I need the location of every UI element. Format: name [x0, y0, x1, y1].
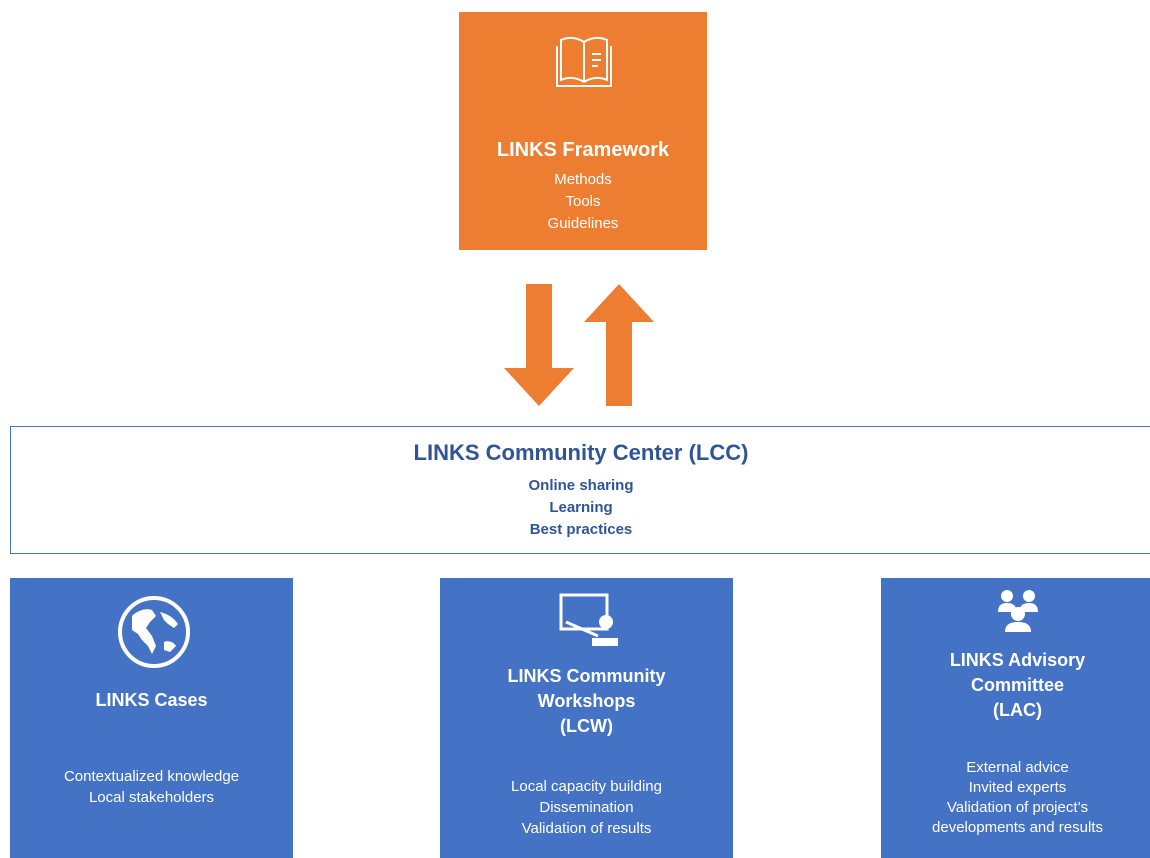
framework-item: Methods — [554, 171, 612, 188]
cases-item: Local stakeholders — [88, 789, 215, 806]
workshops-item: Local capacity building — [511, 778, 662, 795]
advisory-title-line: LINKS Advisory — [949, 650, 1086, 670]
workshops-title-line: LINKS Community — [507, 666, 666, 686]
framework-item: Guidelines — [547, 215, 619, 232]
workshops-box: LINKS Community Workshops (LCW) Local ca… — [440, 578, 733, 858]
community-center-title: LINKS Community Center (LCC) — [413, 440, 749, 465]
globe-icon — [118, 596, 190, 668]
community-center-box: LINKS Community Center (LCC) Online shar… — [10, 426, 1150, 554]
advisory-title-line: Committee — [970, 675, 1064, 695]
framework-item: Tools — [565, 193, 601, 210]
open-book-icon — [556, 36, 612, 87]
presenter-board-icon — [559, 593, 618, 646]
framework-box: LINKS Framework Methods Tools Guidelines — [459, 12, 707, 250]
advisory-box: LINKS Advisory Committee (LAC) External … — [881, 578, 1150, 858]
workshops-title: LINKS Community Workshops (LCW) — [440, 664, 733, 739]
people-meeting-icon — [998, 590, 1038, 632]
community-center-item: Learning — [549, 499, 613, 516]
advisory-item: Invited experts — [968, 779, 1067, 796]
workshops-items: Local capacity building Dissemination Va… — [440, 776, 733, 839]
arrow-up-icon — [584, 284, 654, 406]
advisory-item: External advice — [966, 759, 1069, 776]
community-center-item: Best practices — [529, 521, 633, 538]
advisory-items: External advice Invited experts Validati… — [881, 758, 1150, 838]
workshops-title-line: (LCW) — [560, 716, 613, 736]
workshops-item: Validation of results — [521, 820, 652, 837]
advisory-item: Validation of project’s — [946, 799, 1089, 816]
advisory-title-line: (LAC) — [993, 700, 1042, 720]
cases-box: LINKS Cases Contextualized knowledge Loc… — [10, 578, 293, 858]
advisory-title: LINKS Advisory Committee (LAC) — [881, 648, 1150, 723]
cases-item: Contextualized knowledge — [63, 768, 240, 785]
workshops-title-line: Workshops — [537, 691, 636, 711]
arrow-down-icon — [504, 284, 574, 406]
cases-items: Contextualized knowledge Local stakehold… — [10, 766, 293, 808]
community-center-items: Online sharing Learning Best practices — [11, 475, 1150, 541]
cases-title: LINKS Cases — [95, 690, 208, 710]
advisory-item: developments and results — [932, 819, 1103, 836]
framework-title: LINKS Framework — [496, 139, 670, 161]
workshops-item: Dissemination — [539, 799, 634, 816]
community-center-item: Online sharing — [528, 477, 634, 494]
framework-items: Methods Tools Guidelines — [459, 169, 707, 235]
